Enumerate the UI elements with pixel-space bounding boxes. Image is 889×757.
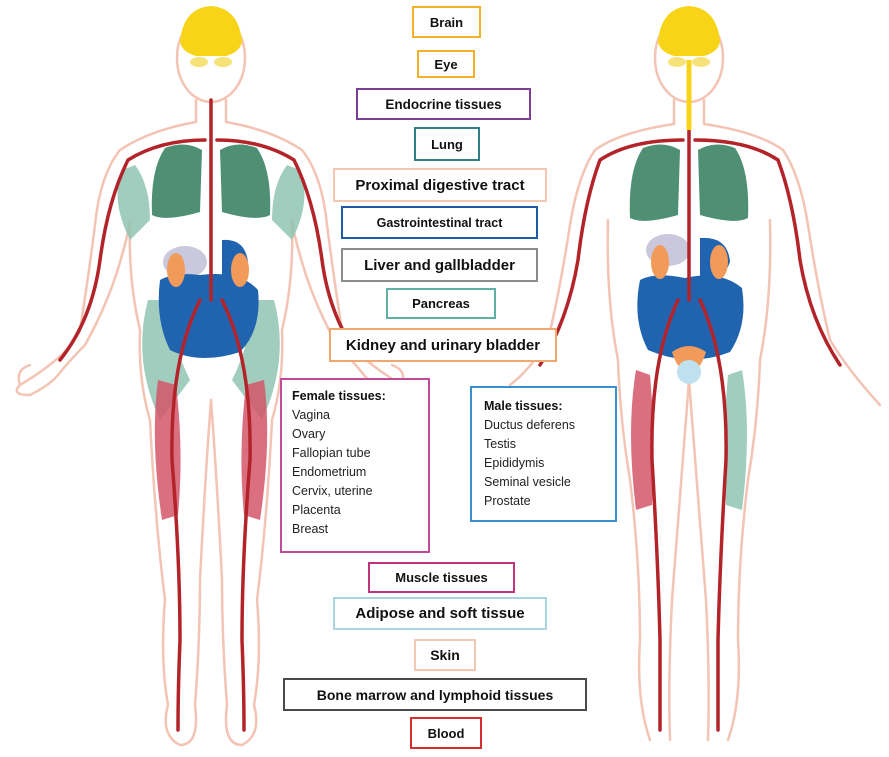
label-blood-text: Blood [428, 726, 465, 741]
female-tissue-item: Fallopian tube [292, 444, 428, 463]
male-kidney-right [710, 245, 728, 279]
label-bone-text: Bone marrow and lymphoid tissues [317, 687, 554, 703]
label-adipose: Adipose and soft tissue [333, 597, 547, 630]
label-lung-text: Lung [431, 137, 463, 152]
label-brain-text: Brain [430, 15, 463, 30]
label-blood: Blood [410, 717, 482, 749]
male-tissue-item: Epididymis [484, 454, 615, 473]
label-lung: Lung [414, 127, 480, 161]
female-tissue-item: Endometrium [292, 463, 428, 482]
male-eye-left [668, 57, 686, 67]
label-endocrine-text: Endocrine tissues [385, 97, 501, 112]
female-tissues-title: Female tissues: [292, 387, 428, 406]
label-bone-marrow: Bone marrow and lymphoid tissues [283, 678, 587, 711]
female-intestines [159, 274, 259, 358]
female-tissue-item: Breast [292, 520, 428, 539]
male-tissue-item: Prostate [484, 492, 615, 511]
label-skin: Skin [414, 639, 476, 671]
male-tissue-item: Testis [484, 435, 615, 454]
female-tissue-item: Ovary [292, 425, 428, 444]
label-adipose-text: Adipose and soft tissue [355, 605, 524, 622]
female-eye-right [214, 57, 232, 67]
female-eye-left [190, 57, 208, 67]
male-tissue-item: Seminal vesicle [484, 473, 615, 492]
female-muscle-right [241, 380, 267, 520]
male-eye-right [692, 57, 710, 67]
label-kidney: Kidney and urinary bladder [329, 328, 557, 362]
male-tissues-title: Male tissues: [484, 397, 615, 416]
label-proximal-digestive: Proximal digestive tract [333, 168, 547, 202]
female-muscle-left [155, 380, 181, 520]
label-gi-text: Gastrointestinal tract [377, 216, 503, 230]
female-lung-right [220, 144, 270, 217]
label-proximal-text: Proximal digestive tract [355, 177, 524, 194]
label-pancreas-text: Pancreas [412, 296, 470, 311]
label-endocrine: Endocrine tissues [356, 88, 531, 120]
label-brain: Brain [412, 6, 481, 38]
male-kidney-left [651, 245, 669, 279]
label-muscle: Muscle tissues [368, 562, 515, 593]
male-prostate [677, 360, 701, 384]
female-kidney-left [167, 253, 185, 287]
female-tissue-item: Vagina [292, 406, 428, 425]
female-figure [17, 6, 406, 745]
female-brain-shape [180, 6, 242, 56]
female-tissue-item: Placenta [292, 501, 428, 520]
label-eye-text: Eye [434, 57, 457, 72]
label-liver-text: Liver and gallbladder [364, 257, 515, 274]
female-lung-left [152, 144, 202, 217]
label-kidney-text: Kidney and urinary bladder [346, 337, 540, 354]
label-eye: Eye [417, 50, 475, 78]
female-tissue-item: Cervix, uterine [292, 482, 428, 501]
label-gastrointestinal: Gastrointestinal tract [341, 206, 538, 239]
female-kidney-right [231, 253, 249, 287]
male-lung-left [630, 144, 680, 220]
label-liver: Liver and gallbladder [341, 248, 538, 282]
male-figure [510, 6, 880, 740]
male-tissue-item: Ductus deferens [484, 416, 615, 435]
male-brain-shape [658, 6, 720, 56]
label-pancreas: Pancreas [386, 288, 496, 319]
male-lung-right [698, 144, 748, 220]
label-muscle-text: Muscle tissues [395, 570, 488, 585]
label-skin-text: Skin [430, 647, 460, 663]
